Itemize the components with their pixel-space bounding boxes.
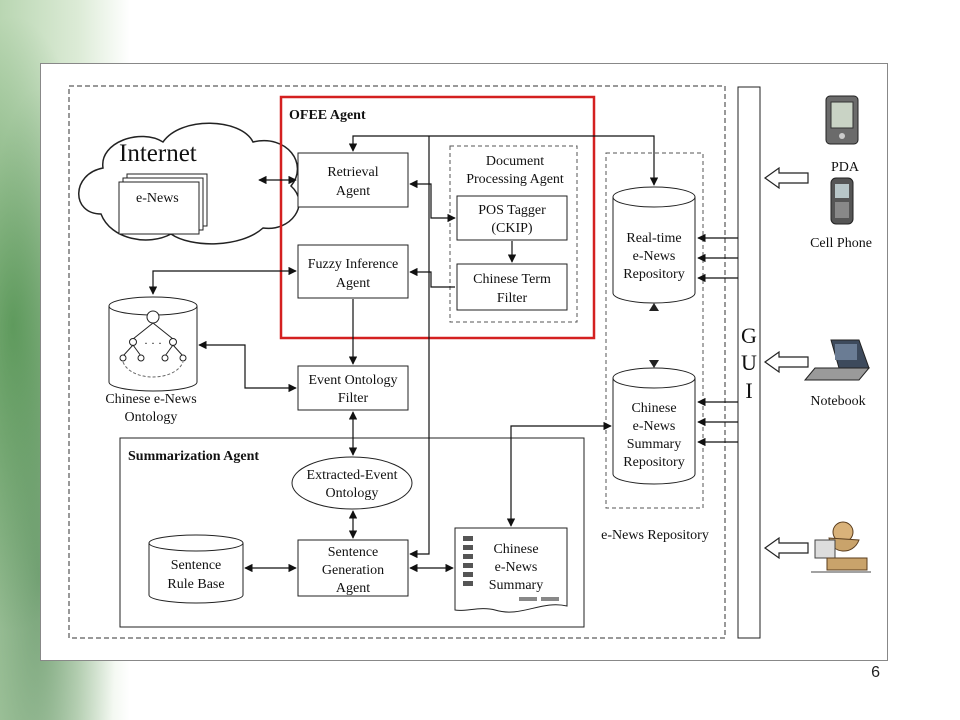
summary-repo-line4: Repository [623, 455, 684, 470]
summary-repo-line3: Summary [627, 437, 681, 452]
pda-label: PDA [831, 160, 860, 175]
gui-letter-i: I [745, 378, 752, 403]
term-filter-line2: Filter [497, 291, 528, 306]
ofee-agent-title: OFEE Agent [289, 108, 366, 123]
fuzzy-agent-line1: Fuzzy Inference [308, 257, 399, 272]
sentence-gen-line2: Generation [322, 563, 384, 578]
user-to-gui-arrow [763, 536, 809, 560]
summary-repository-cylinder [612, 367, 696, 485]
pda-icon [825, 95, 859, 145]
ontology-line2: Ontology [125, 410, 178, 425]
chinese-enews-ontology: · · · [108, 296, 198, 392]
summary-doc-line3: Summary [489, 578, 543, 593]
pos-tagger-line2: (CKIP) [491, 221, 533, 236]
event-filter-line1: Event Ontology [308, 373, 397, 388]
doc-processing-line2: Processing Agent [466, 172, 564, 187]
rule-base-line2: Rule Base [167, 577, 224, 592]
ofee-agent-box [279, 95, 596, 340]
realtime-line3: Repository [623, 267, 684, 282]
gui-letter-u: U [741, 350, 757, 375]
notebook-to-gui-arrow [763, 350, 809, 374]
pos-tagger-box [456, 195, 568, 241]
summary-doc-line1: Chinese [493, 542, 538, 557]
summary-repo-line1: Chinese [631, 401, 676, 416]
internet-cloud: Internet e-News [78, 122, 300, 245]
event-filter-line2: Filter [338, 391, 369, 406]
term-filter-line1: Chinese Term [473, 272, 551, 287]
gui-letter-g: G [741, 323, 757, 348]
fuzzy-agent-line2: Agent [336, 276, 370, 291]
summary-repo-line2: e-News [633, 419, 676, 434]
enews-repository-box [605, 152, 704, 509]
architecture-diagram: Internet e-News OFEE Agent Retrieval Age… [40, 63, 888, 661]
sentence-gen-line1: Sentence [328, 545, 379, 560]
ontology-line1: Chinese e-News [105, 392, 196, 407]
cell-phone-icon [830, 177, 854, 225]
enews-doc-label: e-News [136, 191, 179, 206]
realtime-line2: e-News [633, 249, 676, 264]
summarization-agent-title: Summarization Agent [128, 449, 259, 464]
cell-phone-label: Cell Phone [810, 236, 872, 251]
extracted-event-ontology [291, 456, 413, 510]
pos-tagger-line1: POS Tagger [478, 203, 546, 218]
chinese-term-filter-box [456, 263, 568, 311]
sentence-gen-line3: Agent [336, 581, 370, 596]
chinese-enews-summary-doc [454, 527, 568, 613]
sentence-generation-agent-box [297, 539, 409, 597]
extracted-event-line1: Extracted-Event [307, 468, 398, 483]
realtime-line1: Real-time [626, 231, 681, 246]
system-boundary [68, 85, 726, 639]
retrieval-agent-line1: Retrieval [327, 165, 378, 180]
ontology-dots: · · · [144, 336, 162, 350]
summary-doc-line2: e-News [495, 560, 538, 575]
sentence-rule-base [148, 534, 244, 604]
fuzzy-inference-agent-box [297, 244, 409, 299]
user-at-computer-icon [811, 521, 871, 573]
realtime-repository-cylinder [612, 186, 696, 304]
doc-processing-line1: Document [486, 154, 544, 169]
page-number: 6 [871, 664, 880, 681]
rule-base-line1: Sentence [171, 558, 222, 573]
internet-label: Internet [119, 140, 197, 167]
pda-to-gui-arrow [763, 166, 809, 190]
event-ontology-filter-box [297, 365, 409, 411]
enews-repository-label: e-News Repository [601, 528, 709, 543]
retrieval-agent-line2: Agent [336, 184, 370, 199]
extracted-event-line2: Ontology [326, 486, 379, 501]
gui-bar [737, 86, 761, 639]
notebook-label: Notebook [810, 394, 865, 409]
notebook-icon [803, 339, 871, 381]
